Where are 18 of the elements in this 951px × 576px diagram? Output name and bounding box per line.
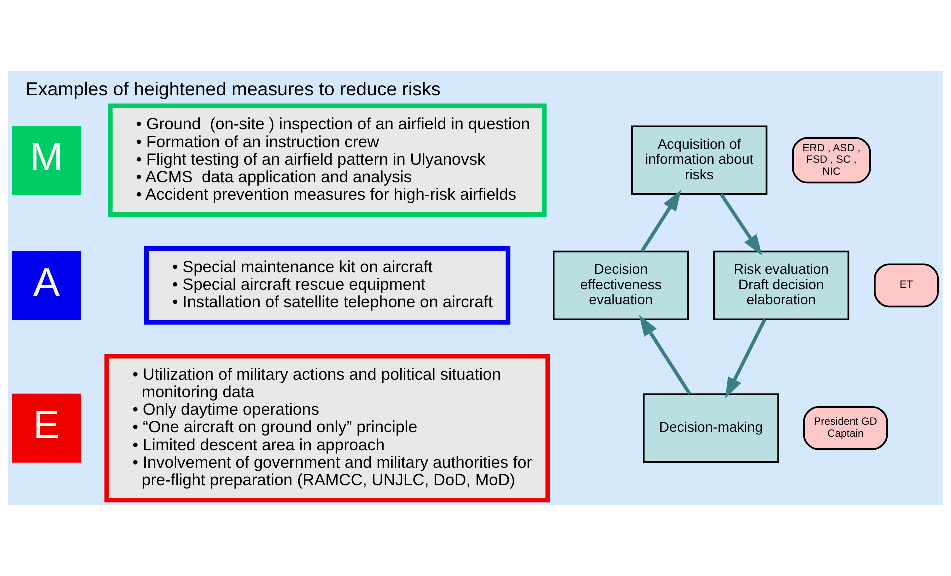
node-box: • Ground (on-site ) inspection of an airfield in question • Formation of an instruction crew • Flight testing of an airfield pattern in Ulyanovsk • ACMS data application and analysis • Accident prevention measures for high-risk airfields: [108, 104, 547, 218]
node-box: Risk evaluation Draft decision elaboration: [713, 250, 850, 320]
node-box: A: [12, 251, 82, 320]
arrow: [640, 190, 682, 252]
node-box: Acquisition of information about risks: [631, 126, 768, 196]
arrow: [720, 194, 762, 256]
node-box: Decision effectiveness evaluation: [553, 250, 690, 320]
node-box: M: [12, 126, 82, 195]
node-box: • Utilization of military actions and political situation monitoring data • Only daytime operations • “One aircraft on ground only” principle • Limited descent area in approach • Involvement of government and military authorities for pre-flight preparation (RAMCC, UNJLC, DoD, MoD): [104, 354, 550, 503]
node-box: Decision-making: [643, 394, 780, 464]
node-box: President GD Captain: [803, 406, 888, 450]
node-box: E: [12, 394, 82, 463]
node-box: ERD , ASD , FSD , SC , NIC: [792, 137, 872, 184]
diagram-title: Examples of heightened measures to reduce risks: [26, 78, 441, 100]
node-box: ET: [874, 264, 940, 308]
node-box: • Special maintenance kit on aircraft • Special aircraft rescue equipment • Installation of satellite telephone on aircraft: [144, 246, 511, 325]
arrow: [725, 318, 767, 399]
arrow: [639, 315, 692, 395]
